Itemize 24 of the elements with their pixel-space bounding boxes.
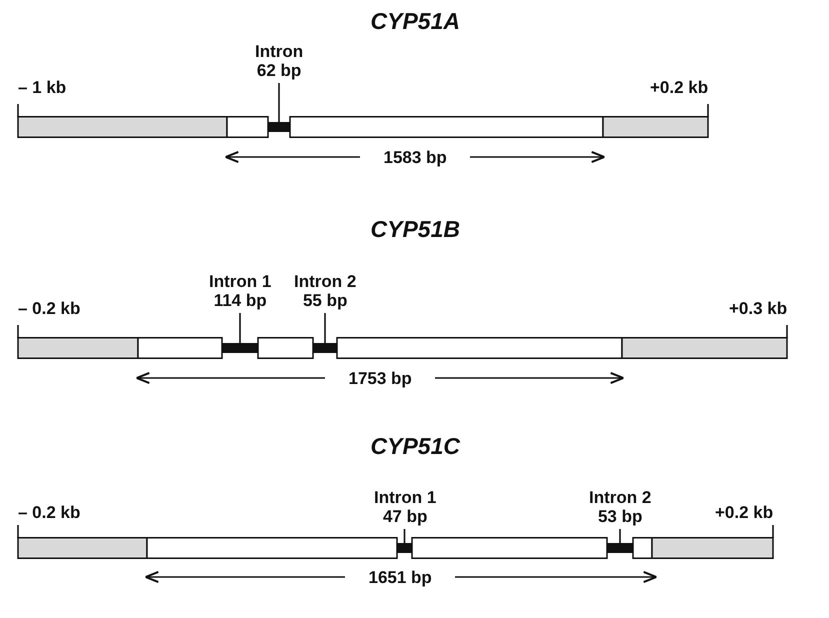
leader-line (619, 529, 621, 543)
leader-line (404, 529, 406, 543)
position-label: +0.3 kb (729, 299, 788, 318)
intron-label: Intron 2 53 bp (589, 488, 652, 526)
intron-bar (222, 343, 258, 353)
intron-label: Intron 1 47 bp (374, 488, 436, 526)
leader-line (324, 313, 326, 343)
intron-label: Intron 62 bp (255, 42, 304, 80)
intron-label: Intron 1 114 bp (209, 272, 272, 310)
intron-bar (607, 543, 633, 553)
position-label: +0.2 kb (650, 78, 708, 97)
leader-line (278, 83, 280, 122)
position-label: – 0.2 kb (18, 299, 80, 318)
gene-title: CYP51A (370, 8, 460, 34)
intron-bar (313, 343, 337, 353)
intron-bar (397, 543, 412, 553)
gene-title: CYP51C (370, 433, 460, 459)
intron-label: Intron 2 55 bp (294, 272, 356, 310)
leader-line (239, 313, 241, 343)
gene-title: CYP51B (370, 216, 460, 242)
position-label: – 0.2 kb (18, 503, 80, 522)
intron-bar (268, 122, 290, 132)
position-label: +0.2 kb (715, 503, 774, 522)
position-label: – 1 kb (18, 78, 66, 97)
